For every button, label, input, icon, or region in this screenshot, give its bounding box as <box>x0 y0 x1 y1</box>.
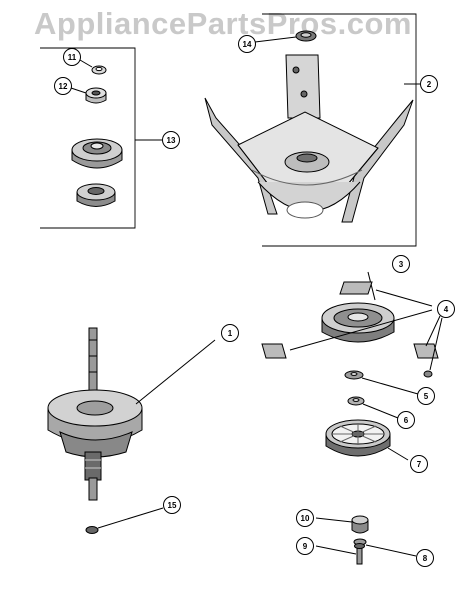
svg-text:11: 11 <box>68 53 77 62</box>
svg-text:13: 13 <box>167 136 176 145</box>
callout-8: 8 <box>416 549 434 567</box>
svg-text:10: 10 <box>301 514 310 523</box>
svg-text:15: 15 <box>168 501 177 510</box>
svg-text:2: 2 <box>427 80 432 89</box>
svg-text:4: 4 <box>444 305 449 314</box>
callout-11: 11 <box>63 48 93 68</box>
part-4-clip-right[interactable] <box>413 343 439 378</box>
watermark-text: AppliancePartsPros.com <box>34 6 412 41</box>
part-14-washer[interactable] <box>295 30 317 42</box>
part-4-clip-top[interactable] <box>339 281 373 295</box>
callout-6: 6 <box>397 411 415 429</box>
svg-text:6: 6 <box>404 416 409 425</box>
svg-text:3: 3 <box>399 260 404 269</box>
svg-text:14: 14 <box>243 40 252 49</box>
svg-text:12: 12 <box>59 82 68 91</box>
callout-14: 14 <box>238 35 297 53</box>
part-2-base-frame[interactable] <box>204 54 420 223</box>
callout-12: 12 <box>54 77 87 95</box>
part-5-washer[interactable] <box>344 370 419 395</box>
callout-4: 4 <box>437 300 455 318</box>
svg-text:5: 5 <box>424 392 429 401</box>
svg-text:1: 1 <box>228 329 233 338</box>
callout-10: 10 <box>296 509 314 527</box>
callout-3: 3 <box>392 255 410 273</box>
part-15-clip[interactable] <box>85 507 164 534</box>
leaders-4 <box>289 289 443 371</box>
callout-1: 1 <box>221 324 239 342</box>
part-12-nut[interactable] <box>85 87 107 104</box>
part-11-washer[interactable] <box>91 65 107 75</box>
part-6-washer[interactable] <box>347 396 399 419</box>
callout-15: 15 <box>163 496 181 514</box>
callout-7: 7 <box>410 455 428 473</box>
callout-2: 2 <box>420 75 438 93</box>
part-13-seal[interactable] <box>76 183 116 207</box>
part-7-drive-pulley[interactable] <box>325 419 409 461</box>
part-1-transmission[interactable] <box>47 327 216 501</box>
part-9-bolt[interactable] <box>315 543 365 565</box>
svg-text:7: 7 <box>417 460 422 469</box>
svg-text:9: 9 <box>303 542 308 551</box>
callout-13: 13 <box>162 131 180 149</box>
callout-9: 9 <box>296 537 314 555</box>
svg-text:8: 8 <box>423 554 428 563</box>
callout-5: 5 <box>417 387 435 405</box>
bracket-group-13 <box>40 47 162 229</box>
part-4-clip-left[interactable] <box>261 343 287 359</box>
part-13-hub[interactable] <box>71 138 123 169</box>
part-10-collar[interactable] <box>315 515 369 534</box>
